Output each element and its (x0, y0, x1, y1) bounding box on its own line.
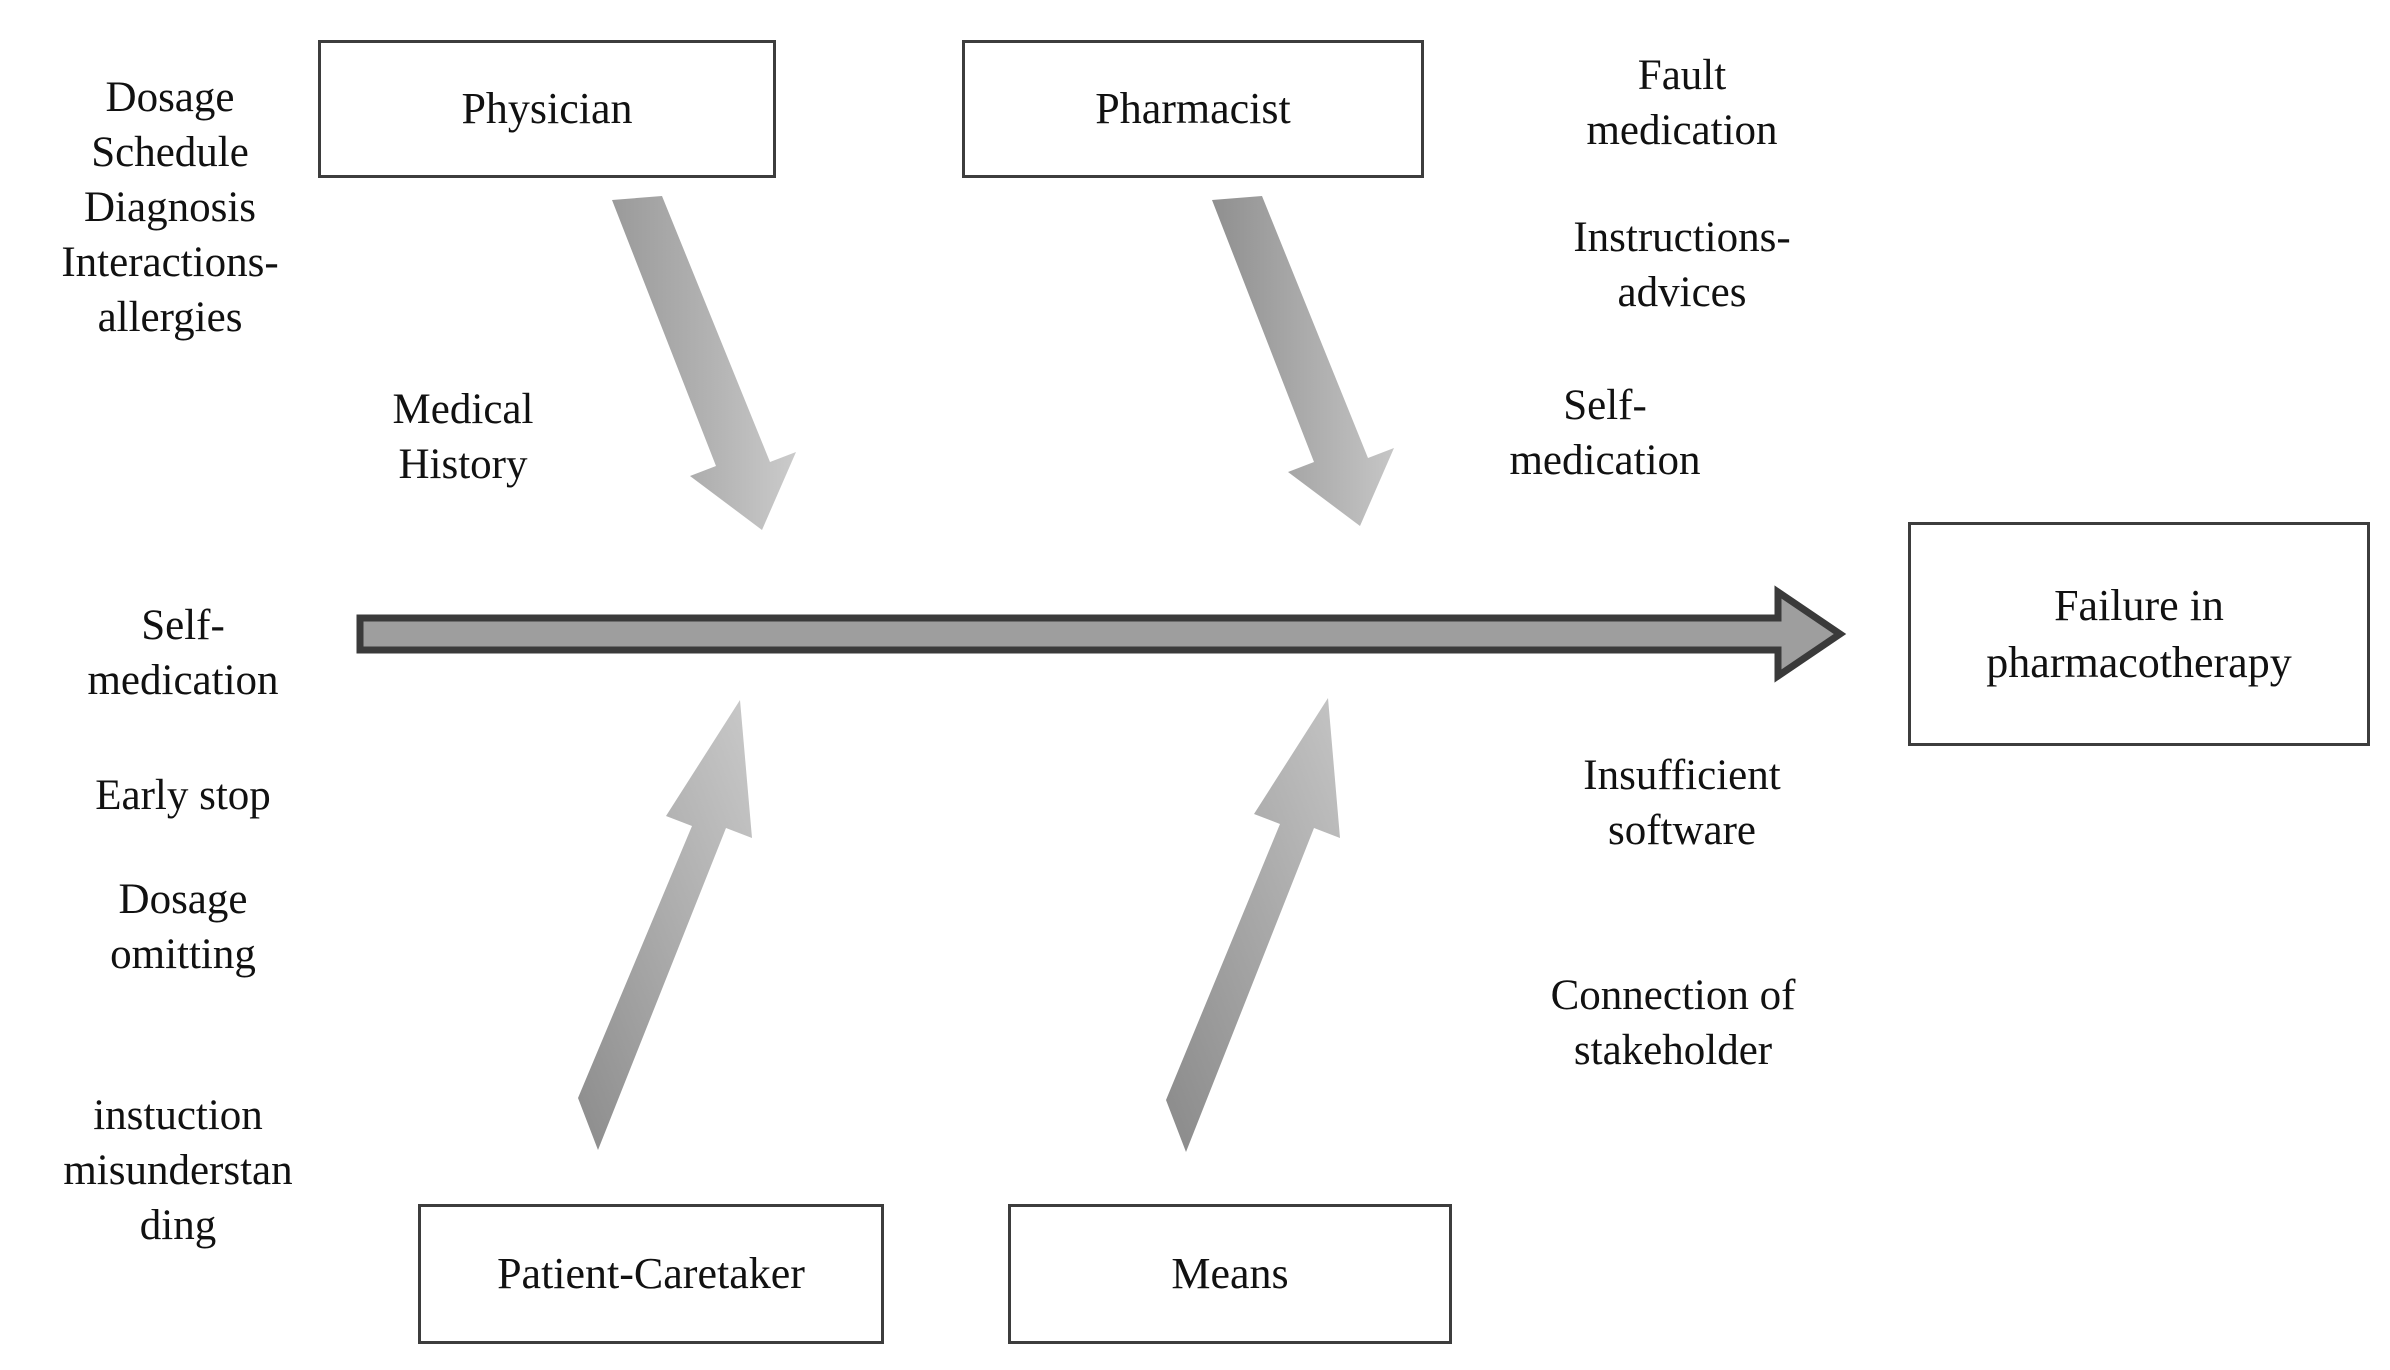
spine-arrow (356, 585, 1847, 683)
effect-box-failure-in-pharmacotherapy[interactable]: Failure in pharmacotherapy (1908, 522, 2370, 746)
effect-label-line2: pharmacotherapy (1986, 638, 2292, 687)
category-box-pharmacist[interactable]: Pharmacist (962, 40, 1424, 178)
bone-arrow-patient-caretaker (578, 700, 752, 1150)
cause-group-patient-dosage-omitting: Dosage omitting (110, 876, 256, 979)
cause-group-patient-self-medication: Self- medication (87, 602, 279, 705)
category-label-means: Means (1171, 1248, 1289, 1298)
category-box-means[interactable]: Means (1008, 1204, 1452, 1344)
category-box-physician[interactable]: Physician (318, 40, 776, 178)
category-box-patient-caretaker[interactable]: Patient-Caretaker (418, 1204, 884, 1344)
bone-arrow-physician (612, 196, 796, 530)
cause-group-means-connection-of-stakeholder: Connection of stakeholder (1550, 972, 1796, 1075)
cause-group-physician-left: Dosage Schedule Diagnosis Interactions- … (61, 74, 279, 342)
cause-group-patient-early-stop: Early stop (95, 772, 271, 819)
effect-label-line1: Failure in (2054, 580, 2224, 630)
bone-arrow-pharmacist (1212, 196, 1394, 526)
cause-group-physician-medical-history: Medical History (392, 386, 534, 489)
cause-group-pharmacist-self-medication: Self- medication (1509, 382, 1701, 485)
cause-group-means-insufficient-software: Insufficient software (1583, 752, 1781, 855)
cause-group-pharmacist-instructions-advices: Instructions- advices (1573, 214, 1791, 317)
category-label-pharmacist: Pharmacist (1095, 83, 1291, 133)
category-label-physician: Physician (461, 83, 633, 133)
cause-group-pharmacist-fault-medication: Fault medication (1586, 52, 1778, 155)
category-label-patient-caretaker: Patient-Caretaker (497, 1248, 805, 1298)
bone-arrow-means (1166, 698, 1340, 1152)
cause-group-patient-instruction-misunderstanding: instuction misunderstan ding (63, 1092, 293, 1250)
